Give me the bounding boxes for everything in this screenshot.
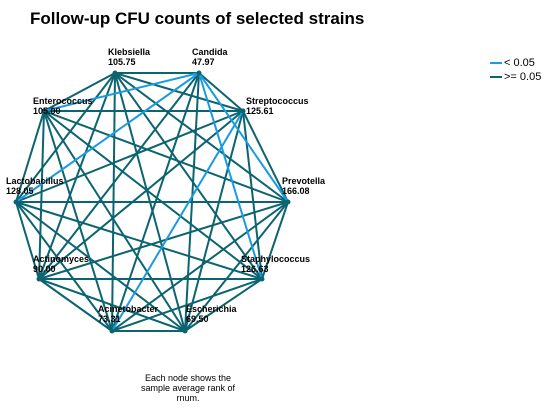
node-value-actinomyces: 90.00: [33, 264, 56, 274]
node-label-prevotella: Prevotella: [282, 176, 326, 186]
node-label-klebsiella: Klebsiella: [108, 47, 151, 57]
node-label-staphylococcus: Staphylococcus: [241, 254, 310, 264]
node-value-klebsiella: 105.75: [108, 57, 136, 67]
node-staphylococcus: [259, 276, 265, 282]
node-escherichia: [182, 328, 188, 334]
edge-staphylococcus-enterococcus: [43, 110, 263, 280]
edge-lactobacillus-enterococcus: [15, 110, 45, 203]
edge-streptococcus-acinetobacter: [111, 110, 244, 332]
edge-klebsiella-actinomyces: [38, 72, 116, 280]
edge-staphylococcus-acinetobacter: [111, 278, 263, 332]
chart-title: Follow-up CFU counts of selected strains: [30, 9, 365, 28]
edge-streptococcus-prevotella: [242, 110, 289, 203]
legend-swatch-significant: [490, 62, 502, 64]
legend-swatch-not-significant: [490, 76, 502, 78]
node-value-acinetobacter: 73.31: [98, 314, 121, 324]
edge-prevotella-enterococcus: [43, 110, 289, 203]
legend-item-significant: < 0.05: [490, 56, 541, 70]
node-label-lactobacillus: Lactobacillus: [6, 176, 64, 186]
node-streptococcus: [240, 108, 246, 114]
node-value-streptococcus: 125.61: [246, 106, 274, 116]
legend-item-not-significant: >= 0.05: [490, 70, 541, 84]
edge-escherichia-enterococcus: [43, 110, 186, 332]
node-label-actinomyces: Actinomyces: [33, 254, 89, 264]
node-klebsiella: [112, 70, 118, 76]
edge-streptococcus-escherichia: [184, 110, 244, 332]
node-lactobacillus: [13, 199, 19, 205]
edge-streptococcus-lactobacillus: [15, 110, 244, 203]
node-value-prevotella: 166.08: [282, 186, 310, 196]
edge-klebsiella-lactobacillus: [15, 72, 116, 203]
node-prevotella: [285, 199, 291, 205]
node-value-lactobacillus: 128.05: [6, 186, 34, 196]
edge-candida-prevotella: [198, 72, 289, 203]
node-candida: [196, 70, 202, 76]
node-label-enterococcus: Enterococcus: [33, 96, 93, 106]
edge-prevotella-escherichia: [184, 201, 289, 332]
legend: < 0.05 >= 0.05: [490, 56, 541, 84]
node-label-acinetobacter: Acinetobacter: [98, 304, 159, 314]
footnote: Each node shows the sample average rank …: [140, 373, 236, 403]
edge-actinomyces-enterococcus: [38, 110, 45, 280]
node-value-candida: 47.97: [192, 57, 215, 67]
edge-actinomyces-lactobacillus: [15, 201, 40, 280]
node-value-enterococcus: 105.00: [33, 106, 61, 116]
node-actinomyces: [36, 276, 42, 282]
edge-candida-lactobacillus: [15, 72, 200, 203]
node-label-candida: Candida: [192, 47, 228, 57]
edge-candida-enterococcus: [43, 72, 200, 112]
edge-prevotella-actinomyces: [38, 201, 289, 280]
edge-acinetobacter-actinomyces: [38, 278, 113, 332]
edge-streptococcus-staphylococcus: [242, 110, 263, 280]
node-value-escherichia: 69.50: [186, 314, 209, 324]
edge-klebsiella-enterococcus: [43, 72, 116, 112]
node-value-staphylococcus: 126.63: [241, 264, 269, 274]
node-acinetobacter: [109, 328, 115, 334]
edge-klebsiella-staphylococcus: [114, 72, 263, 280]
edge-prevotella-acinetobacter: [111, 201, 289, 332]
edge-streptococcus-actinomyces: [38, 110, 244, 280]
edge-candida-staphylococcus: [198, 72, 263, 280]
edge-prevotella-staphylococcus: [261, 201, 289, 280]
edge-escherichia-lactobacillus: [15, 201, 186, 332]
edge-staphylococcus-lactobacillus: [15, 201, 263, 280]
edge-staphylococcus-escherichia: [184, 278, 263, 332]
edge-acinetobacter-enterococcus: [43, 110, 113, 332]
node-label-escherichia: Escherichia: [186, 304, 238, 314]
edge-candida-streptococcus: [198, 72, 244, 112]
node-label-streptococcus: Streptococcus: [246, 96, 309, 106]
edge-acinetobacter-lactobacillus: [15, 201, 113, 332]
legend-label-not-significant: >= 0.05: [504, 71, 542, 83]
node-enterococcus: [41, 108, 47, 114]
edge-klebsiella-prevotella: [114, 72, 289, 203]
edge-escherichia-actinomyces: [38, 278, 186, 332]
edge-candida-actinomyces: [38, 72, 200, 280]
edge-layer: [15, 72, 289, 332]
legend-label-significant: < 0.05: [504, 57, 535, 69]
